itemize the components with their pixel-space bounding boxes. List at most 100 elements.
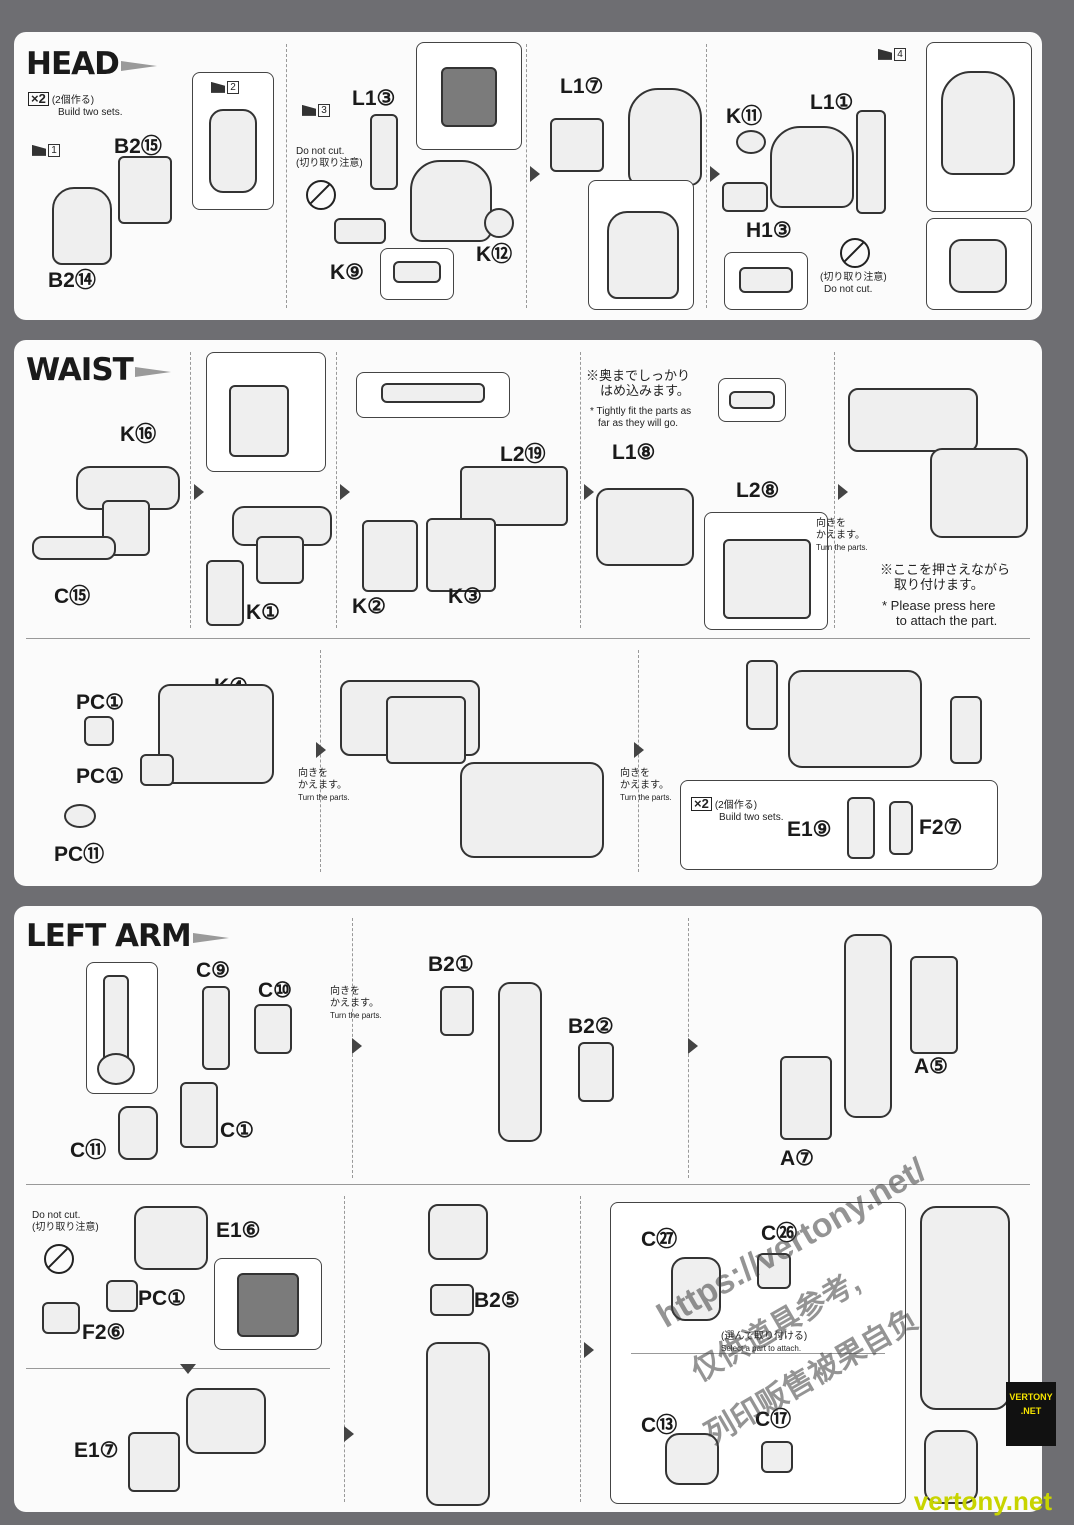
part-tag-1: 1 bbox=[32, 144, 60, 157]
top-detail-part bbox=[381, 383, 485, 403]
arm-armor-part bbox=[780, 1056, 832, 1140]
polycap-part bbox=[64, 804, 96, 828]
visor-part bbox=[550, 118, 604, 172]
turn-note: 向きをかえます。Turn the parts. bbox=[298, 768, 350, 802]
forearm-cover-part bbox=[128, 1432, 180, 1492]
peg-detail-part bbox=[729, 391, 775, 409]
step-arrow-icon bbox=[530, 166, 540, 182]
part-label-pc1: PC① bbox=[138, 1287, 186, 1310]
part-label-c11: C⑪ bbox=[70, 1139, 107, 1162]
part-label-c17: C⑰ bbox=[755, 1408, 792, 1431]
upper-arm-assembly-part bbox=[426, 1342, 490, 1506]
row-divider bbox=[26, 1184, 1030, 1185]
do-not-cut-note: Do not cut.(切り取り注意) bbox=[32, 1210, 99, 1233]
waist-assembly-part bbox=[930, 448, 1028, 538]
polycap-part bbox=[140, 754, 174, 786]
title-arrow-icon bbox=[134, 366, 171, 377]
part-label-h1-3: H1③ bbox=[746, 219, 792, 242]
row-divider bbox=[26, 638, 1030, 639]
part-label-k2: K② bbox=[352, 595, 386, 618]
polycap-part bbox=[106, 1280, 138, 1312]
no-cut-icon bbox=[306, 180, 336, 210]
antenna-part bbox=[370, 114, 398, 190]
forearm-detail-part bbox=[237, 1273, 299, 1337]
select-note: (選んで取り付ける)Select a part to attach. bbox=[721, 1331, 808, 1353]
turn-note: 向きをかえます。Turn the parts. bbox=[816, 518, 868, 552]
connector-part bbox=[430, 1284, 474, 1316]
part-label-f2-7: F2⑦ bbox=[919, 816, 963, 839]
part-label-l1-7: L1⑦ bbox=[560, 75, 604, 98]
turn-note: 向きをかえます。Turn the parts. bbox=[620, 768, 672, 802]
divider bbox=[344, 1196, 345, 1502]
hand-part bbox=[924, 1430, 978, 1504]
elbow-ring-part bbox=[97, 1053, 135, 1085]
finished-head-part bbox=[941, 71, 1015, 175]
upper-arm-part bbox=[202, 986, 230, 1070]
part-label-b2-15: B2⑮ bbox=[114, 135, 162, 158]
part-label-b2-5: B2⑤ bbox=[474, 1289, 520, 1312]
step-arrow-icon bbox=[710, 166, 720, 182]
callout-elbow-detail bbox=[86, 962, 158, 1094]
waist-assembly-part bbox=[596, 488, 694, 566]
sensor-part bbox=[736, 130, 766, 154]
arm-complete-part bbox=[920, 1206, 1010, 1410]
part-tag-2: 2 bbox=[211, 81, 239, 94]
divider bbox=[526, 44, 527, 308]
armor-part bbox=[362, 520, 418, 592]
head-inner-part bbox=[118, 156, 172, 224]
part-label-l1-8: L1⑧ bbox=[612, 441, 656, 464]
armor-part bbox=[426, 518, 496, 592]
divider bbox=[336, 352, 337, 628]
part-label-e1-9: E1⑨ bbox=[787, 818, 832, 841]
no-cut-icon bbox=[44, 1244, 74, 1274]
build-two-note: ×2(2個作る) Build two sets. bbox=[28, 92, 122, 119]
side-armor-part bbox=[746, 660, 778, 730]
fit-note: ※奥までしっかりはめ込みます。 bbox=[586, 368, 691, 398]
no-cut-icon bbox=[840, 238, 870, 268]
part-label-b2-2: B2② bbox=[568, 1015, 614, 1038]
option-divider bbox=[631, 1353, 885, 1354]
head-shell-part bbox=[410, 160, 492, 242]
do-not-cut-note: Do not cut.(切り取り注意) bbox=[296, 146, 363, 169]
callout-top-detail bbox=[356, 372, 510, 418]
vertony-brand: vertony.net bbox=[913, 1486, 1052, 1516]
part-label-c15: C⑮ bbox=[54, 585, 91, 608]
step-arrow-icon bbox=[340, 484, 350, 500]
callout-finished-head bbox=[926, 42, 1032, 212]
callout-chin-detail bbox=[380, 248, 454, 300]
part-label-b2-14: B2⑭ bbox=[48, 269, 96, 292]
polycap-part bbox=[84, 716, 114, 746]
divider bbox=[706, 44, 707, 308]
part-label-c10: C⑩ bbox=[258, 979, 292, 1002]
hand-plate-part bbox=[757, 1253, 791, 1289]
callout-side-armor: ×2(2個作る) Build two sets. E1⑨ F2⑦ bbox=[680, 780, 998, 870]
joint-part bbox=[32, 536, 116, 560]
step-arrow-icon bbox=[634, 742, 644, 758]
turn-note: 向きをかえます。Turn the parts. bbox=[330, 986, 382, 1020]
step-arrow-icon bbox=[584, 484, 594, 500]
upper-arm-assembly-part bbox=[498, 982, 542, 1142]
part-label-k11: K⑪ bbox=[726, 105, 763, 128]
step-arrow-icon bbox=[344, 1426, 354, 1442]
step-arrow-icon bbox=[194, 484, 204, 500]
head-assembly-part bbox=[628, 88, 702, 186]
part-label-c9: C⑨ bbox=[196, 959, 230, 982]
part-label-c1: C① bbox=[220, 1119, 254, 1142]
chin-detail-part bbox=[393, 261, 441, 283]
hand-part bbox=[665, 1433, 719, 1485]
left-arm-panel: LEFT ARM C⑨ C⑩ C⑪ C① 向きをかえます。Turn the pa… bbox=[14, 906, 1042, 1512]
waist-assembly-part bbox=[386, 696, 466, 764]
part-label-b2-1: B2① bbox=[428, 953, 474, 976]
callout-antenna-detail bbox=[926, 218, 1032, 310]
callout-waist-detail bbox=[206, 352, 326, 472]
vertony-logo: VERTONY .NET bbox=[1006, 1382, 1056, 1446]
waist-complete-part bbox=[788, 670, 922, 768]
title-arrow-icon bbox=[120, 60, 157, 71]
step-arrow-icon bbox=[584, 1342, 594, 1358]
callout-back-view bbox=[588, 180, 694, 310]
part-label-pc11: PC⑪ bbox=[54, 843, 105, 866]
section-title-left-arm: LEFT ARM bbox=[26, 918, 229, 954]
part-label-k1: K① bbox=[246, 601, 280, 624]
